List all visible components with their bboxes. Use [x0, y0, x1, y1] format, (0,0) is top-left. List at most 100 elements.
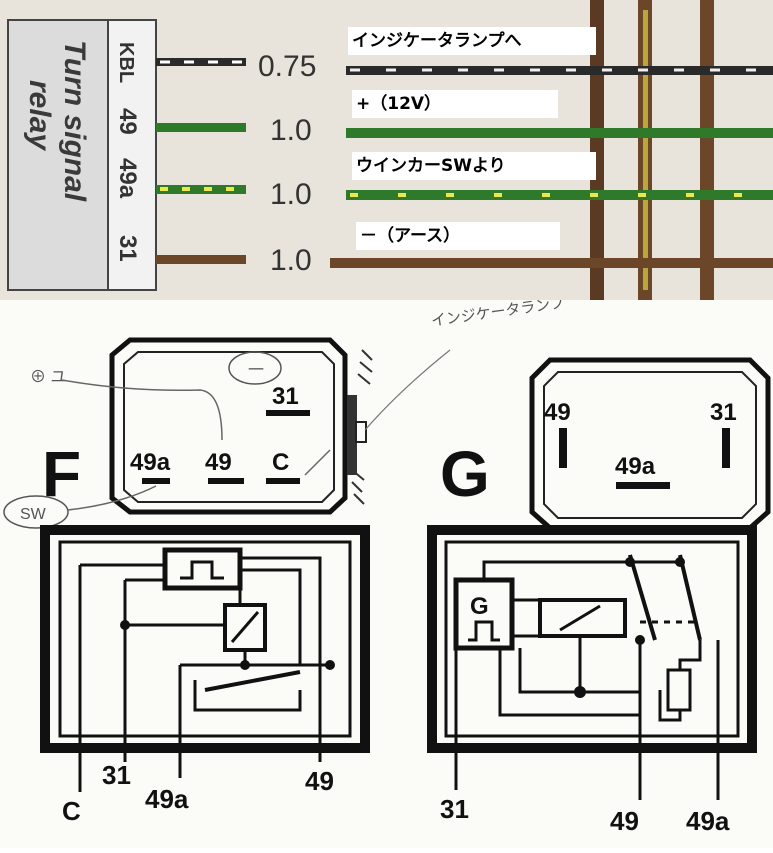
pin-label-31: 31 [114, 235, 141, 262]
g-coil-box [538, 598, 627, 638]
f-pin-31: 31 [272, 383, 299, 410]
f-pin-49: 49 [205, 449, 232, 476]
wiring-photo: Turn signal relay KBL 49 49a 31 0.75 1.0… [0, 0, 773, 300]
f-flasher-pulse-icon [180, 560, 224, 580]
g-junction [635, 635, 645, 645]
f-face-inner [123, 351, 335, 503]
relay-name-line1: Turn signal [58, 40, 91, 202]
g-housing-inner [444, 540, 740, 738]
f-note-c-line [304, 449, 331, 476]
g-junction [675, 557, 685, 567]
f-note-sw-line [67, 485, 157, 511]
g-flasher-pulse-icon [468, 620, 500, 642]
gauge-49a: 1.0 [270, 178, 312, 211]
g-junction [574, 686, 586, 698]
g-junction [625, 557, 635, 567]
wire-49-right [346, 128, 773, 138]
f-bottom-pin-49: 49 [305, 766, 334, 796]
g-wire [498, 648, 640, 717]
wire-kbl-left [156, 58, 246, 66]
g-wire [518, 648, 640, 694]
f-note-sw: SW [20, 506, 47, 523]
diagram-g-letter: G [440, 438, 490, 510]
f-housing [40, 525, 370, 753]
wire-kbl-right [346, 66, 773, 75]
g-contact-1 [628, 554, 657, 641]
relay-diagrams: 31 49a 49 C ⊕ ユ 一 SW インジケータランプ F [0, 294, 773, 848]
f-contact-arm [204, 670, 301, 692]
f-note-minus: 一 [248, 362, 264, 379]
g-face-outer [529, 357, 771, 531]
g-wire [482, 560, 680, 580]
relay-body [7, 19, 109, 291]
vertical-wire-stripe [643, 10, 648, 290]
g-pin-49-slot [559, 428, 567, 468]
f-coil-slash [230, 611, 260, 643]
g-pin-49: 49 [544, 399, 571, 426]
g-face-inner [543, 371, 757, 519]
g-resistor [666, 668, 692, 712]
g-bottom-pin-49a: 49a [686, 806, 730, 836]
gauge-31: 1.0 [270, 244, 312, 277]
wiring-photo-drawing: Turn signal relay KBL 49 49a 31 0.75 1.0… [7, 0, 773, 300]
f-note-plus-line [61, 379, 223, 441]
pin-label-49a: 49a [114, 158, 141, 199]
f-bottom-pin-49a: 49a [145, 784, 189, 814]
f-pin-c: C [272, 449, 289, 476]
f-junction [120, 620, 130, 630]
f-note-sw-circle [3, 495, 69, 529]
f-flasher-box [162, 547, 243, 591]
f-bottom-pin-31: 31 [102, 760, 131, 790]
f-bottom-pin-c: C [62, 796, 81, 826]
f-pin-31-slot [266, 410, 310, 416]
wire-label-12v: +（12V） [352, 90, 558, 118]
g-internal-label: G [470, 593, 489, 620]
gauge-kbl: 0.75 [258, 50, 316, 83]
pin-column [107, 19, 157, 291]
f-wire [240, 568, 302, 665]
g-bottom-pin-49: 49 [610, 806, 639, 836]
diagram-f-schematic [40, 525, 370, 753]
diagram-f-letter: F [42, 438, 81, 510]
wire-49a-left [156, 185, 246, 194]
g-wire [658, 690, 682, 722]
g-pin-31-slot [722, 428, 730, 468]
f-wire [193, 680, 302, 712]
f-note-minus-circle [228, 351, 282, 385]
wire-31-right [330, 258, 773, 268]
f-junction [325, 660, 335, 670]
wire-label-indicator: インジケータランプへ [348, 27, 596, 55]
g-bottom-pin-31: 31 [440, 794, 469, 824]
f-side-hatch [351, 349, 373, 505]
g-wire [678, 640, 702, 670]
f-note-indicator-line [364, 349, 451, 431]
f-note-indicator: インジケータランプ [430, 300, 566, 330]
diagram-g-schematic [427, 525, 757, 753]
vertical-wire-brown [700, 0, 714, 300]
f-face-outer [109, 337, 348, 515]
pin-label-49: 49 [114, 108, 141, 135]
g-pin-49a-slot [616, 482, 670, 489]
f-wire-49 [240, 556, 322, 750]
wire-49a-right [346, 190, 773, 200]
gauge-49: 1.0 [270, 114, 312, 147]
wire-49-left [156, 123, 246, 132]
f-junction [240, 660, 250, 670]
wire-label-switch: ウインカーSWより [352, 152, 596, 180]
f-side-pin [355, 421, 367, 443]
f-pin-49-slot [208, 478, 244, 484]
g-coil-slash [559, 604, 601, 632]
g-pin-31: 31 [710, 399, 737, 426]
relay-diagrams-drawing: 31 49a 49 C ⊕ ユ 一 SW インジケータランプ F [3, 294, 771, 836]
g-contact-2 [678, 554, 702, 641]
f-pin-49a-slot [142, 478, 170, 484]
pin-label-kbl: KBL [115, 42, 137, 83]
wire-label-ground: －（アース） [356, 222, 560, 250]
f-housing-inner [58, 540, 352, 738]
diagram-g-face: 49 31 49a [529, 357, 771, 531]
f-pin-49a: 49a [130, 449, 171, 476]
f-note-plus: ⊕ ユ [30, 369, 66, 386]
g-housing [427, 525, 757, 753]
wire-31-left [156, 255, 246, 264]
f-side-connector [347, 395, 357, 475]
